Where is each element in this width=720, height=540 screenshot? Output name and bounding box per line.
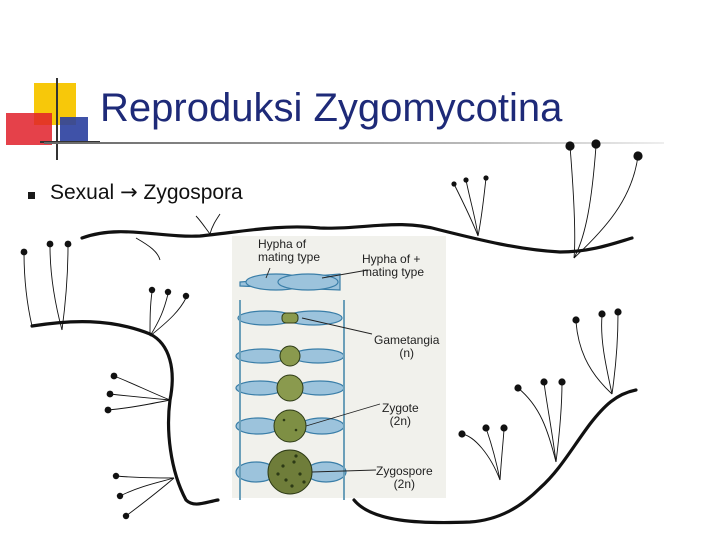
bullet-item: Sexual → Zygospora <box>50 180 243 205</box>
slide-title: Reproduksi Zygomycotina <box>100 86 563 130</box>
bullet-square <box>28 192 35 199</box>
label-plus-hypha: Hypha of + mating type <box>362 252 425 279</box>
bullet-zygospora: Zygospora <box>143 181 243 204</box>
label-zygote: Zygote (2n) <box>382 401 419 428</box>
label-gametangia: Gametangia (n) <box>374 333 440 360</box>
bullet-sexual: Sexual <box>50 181 115 204</box>
title-divider <box>44 142 664 144</box>
right-arrow-icon: → <box>120 180 138 204</box>
label-minus-hypha: Hypha of mating type <box>258 237 321 264</box>
label-zygospore: Zygospore (2n) <box>376 464 433 491</box>
